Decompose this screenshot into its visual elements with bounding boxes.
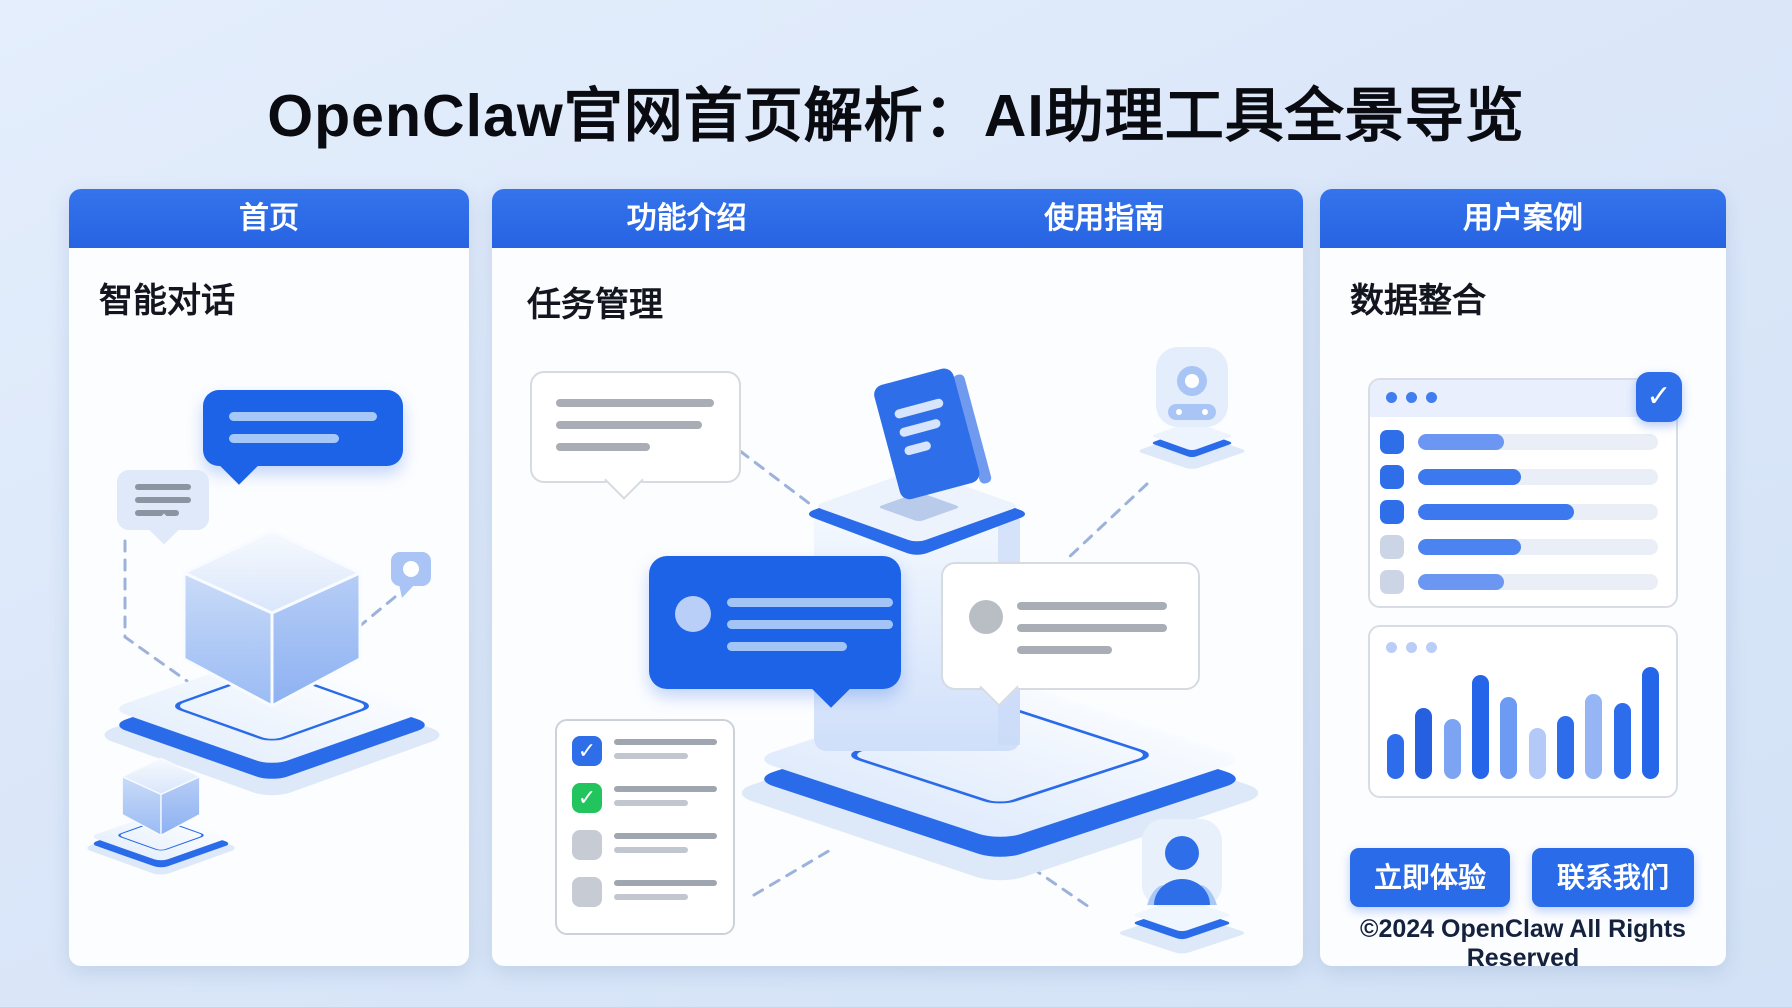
text-line	[556, 421, 702, 429]
text-line	[727, 642, 847, 651]
bar	[1641, 667, 1659, 779]
panel-cases: 用户案例 数据整合 ✓ 立即体验 联系我们 ©2024 OpenClaw All…	[1320, 189, 1726, 972]
text-line	[229, 412, 377, 421]
window-dots-icon	[1386, 640, 1446, 657]
checklist-item: ✓	[572, 783, 733, 813]
task-row	[1380, 465, 1658, 489]
features-tabbar: 功能介绍 使用指南	[492, 189, 1303, 248]
chat-bubble-gray	[941, 562, 1200, 707]
bar	[1613, 703, 1631, 779]
chat-bubble-blue	[203, 390, 403, 485]
avatar	[675, 596, 711, 632]
text-line	[1017, 624, 1167, 632]
bar-chart-bars	[1387, 661, 1659, 779]
bar-chart-card	[1368, 625, 1678, 798]
progress-track	[1418, 434, 1658, 450]
bar	[1500, 697, 1518, 779]
progress-track	[1418, 504, 1658, 520]
window-titlebar	[1370, 380, 1676, 417]
text-line	[556, 443, 650, 451]
checkbox-icon	[1380, 430, 1404, 454]
text-line	[1017, 646, 1112, 654]
checked-checkbox-icon: ✓	[572, 736, 602, 766]
text-line	[135, 497, 191, 503]
bar	[1471, 675, 1489, 779]
connector-lines	[738, 449, 1149, 911]
robot-icon	[1139, 347, 1245, 469]
text-line	[229, 434, 339, 443]
cases-tabbar: 用户案例	[1320, 189, 1726, 248]
checklist-item	[572, 830, 733, 860]
text-line	[727, 620, 893, 629]
cases-feature-title: 数据整合	[1350, 282, 1486, 320]
bar	[1556, 716, 1574, 779]
empty-checkbox-icon	[572, 830, 602, 860]
tab-guide[interactable]: 使用指南	[1044, 202, 1165, 235]
text-lines	[614, 783, 717, 806]
chat-badge-icon	[391, 552, 431, 598]
checkbox-icon	[1380, 500, 1404, 524]
text-line	[727, 598, 893, 607]
cube-platform	[104, 529, 440, 796]
progress-track	[1418, 574, 1658, 590]
home-tabbar: 首页	[69, 189, 469, 248]
task-list-rows	[1370, 417, 1676, 594]
text-line	[1017, 602, 1167, 610]
check-badge-icon: ✓	[1636, 372, 1682, 422]
progress-fill	[1418, 469, 1522, 485]
task-row	[1380, 570, 1658, 594]
window-dots-icon	[1386, 390, 1446, 408]
copyright-text: ©2024 OpenClaw All Rights Reserved	[1360, 915, 1686, 972]
bar	[1528, 728, 1546, 779]
checklist-item	[572, 877, 733, 907]
text-lines	[614, 877, 717, 900]
page-title: OpenClaw官网首页解析：AI助理工具全景导览	[267, 83, 1525, 149]
progress-track	[1418, 539, 1658, 555]
task-row	[1380, 535, 1658, 559]
bar	[1387, 734, 1404, 779]
text-line	[556, 399, 714, 407]
user-icon	[1119, 819, 1245, 954]
checkbox-icon	[1380, 465, 1404, 489]
features-feature-title: 任务管理	[527, 286, 663, 324]
progress-fill	[1418, 434, 1505, 450]
task-row	[1380, 500, 1658, 524]
try-now-button[interactable]: 立即体验	[1350, 848, 1510, 907]
text-line	[135, 484, 191, 490]
progress-fill	[1418, 539, 1522, 555]
home-illustration	[81, 529, 440, 878]
task-list-card: ✓	[1368, 372, 1682, 608]
document-icon	[874, 368, 992, 500]
checked-checkbox-icon: ✓	[572, 783, 602, 813]
avatar	[969, 600, 1003, 634]
bar	[1415, 708, 1433, 779]
empty-checkbox-icon	[572, 877, 602, 907]
bar	[1585, 694, 1603, 779]
chat-bubble-blue	[649, 556, 901, 708]
contact-us-button[interactable]: 联系我们	[1532, 848, 1694, 907]
progress-track	[1418, 469, 1658, 485]
panel-home: 首页 智能对话	[69, 189, 469, 966]
task-checklist-card: ✓✓	[555, 719, 735, 935]
text-lines	[614, 736, 717, 759]
progress-fill	[1418, 504, 1574, 520]
bar	[1443, 719, 1461, 779]
tab-cases[interactable]: 用户案例	[1463, 202, 1583, 235]
checkbox-icon	[1380, 535, 1404, 559]
task-row	[1380, 430, 1658, 454]
checklist-item: ✓	[572, 736, 733, 766]
chat-bubble-outline	[530, 371, 741, 500]
chat-bubble-light	[117, 470, 209, 545]
tab-features[interactable]: 功能介绍	[626, 202, 747, 235]
text-lines	[614, 830, 717, 853]
panel-features: 功能介绍 使用指南 任务管理	[492, 189, 1303, 966]
tab-home[interactable]: 首页	[239, 202, 299, 235]
progress-fill	[1418, 574, 1505, 590]
checkbox-icon	[1380, 570, 1404, 594]
text-line	[135, 510, 179, 516]
home-feature-title: 智能对话	[99, 282, 235, 320]
